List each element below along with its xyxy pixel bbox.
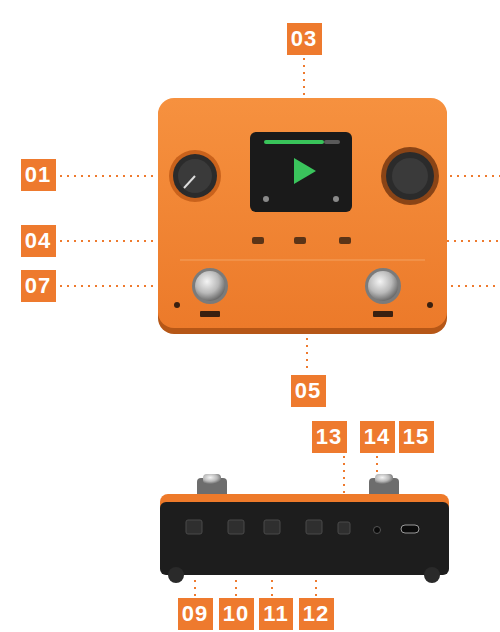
callout-number: 11 bbox=[259, 601, 293, 627]
leader-lines bbox=[60, 58, 500, 600]
callout-box: 10 bbox=[219, 598, 254, 630]
callout-box: 07 bbox=[21, 270, 56, 302]
callout-box: 15 bbox=[399, 421, 434, 453]
callout-number: 05 bbox=[291, 378, 326, 404]
callout-number: 03 bbox=[287, 26, 322, 52]
callout-number: 10 bbox=[219, 601, 254, 627]
callout-box: 01 bbox=[21, 159, 56, 191]
callout-number: 04 bbox=[21, 228, 56, 254]
pedal-top-view bbox=[158, 98, 447, 334]
callout-box: 14 bbox=[360, 421, 395, 453]
callout-box: 04 bbox=[21, 225, 56, 257]
callout-number: 01 bbox=[21, 162, 56, 188]
callout-box: 11 bbox=[259, 598, 293, 630]
callout-box: 13 bbox=[312, 421, 347, 453]
callout-number: 07 bbox=[21, 273, 56, 299]
callout-box: 12 bbox=[299, 598, 334, 630]
callout-number: 09 bbox=[178, 601, 213, 627]
callout-box: 03 bbox=[287, 23, 322, 55]
callout-box: 09 bbox=[178, 598, 213, 630]
callout-number: 13 bbox=[312, 424, 347, 450]
callout-box: 05 bbox=[291, 375, 326, 407]
pedal-rear-view bbox=[160, 474, 449, 583]
callout-number: 15 bbox=[399, 424, 434, 450]
callout-number: 14 bbox=[360, 424, 395, 450]
callout-number: 12 bbox=[299, 601, 334, 627]
